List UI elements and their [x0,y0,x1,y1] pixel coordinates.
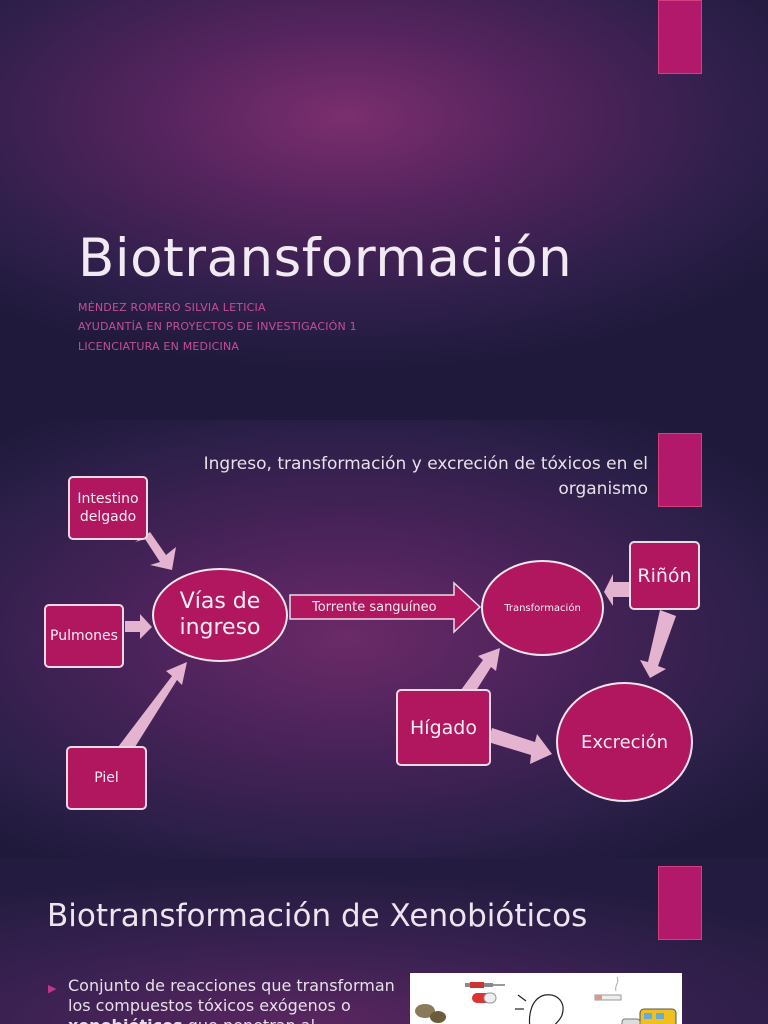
program-line: LICENCIATURA EN MEDICINA [78,340,240,353]
diagram-slide: Ingreso, transformación y excreción de t… [0,420,768,858]
diagram-heading: Ingreso, transformación y excreción de t… [203,454,648,499]
pill-icon [472,992,497,1004]
accent-bar [658,866,702,940]
arrow-piel-vias [118,662,187,755]
person-head-icon [515,994,564,1024]
bus-icon [639,1008,677,1024]
bullet-bold-term: xenobióticos [68,1016,183,1024]
diagram-arrows [118,532,676,764]
node-rinon: Riñón [629,541,700,610]
arrow-intestino-vias [135,532,176,570]
mushroom-icon [415,1004,446,1023]
slide-title: Biotransformación [78,228,573,289]
arrow-rinon-transformacion [604,574,630,606]
node-vias-de-ingreso: Vías de ingreso [152,568,288,662]
cigarette-icon [594,976,622,1001]
illustration-drawing [415,976,677,1024]
author-line: MÉNDEZ ROMERO SILVIA LETICIA [78,301,266,314]
node-intestino: Intestino delgado [68,476,148,540]
slide3-title: Biotransformación de Xenobióticos [47,898,588,934]
accent-bar [658,0,702,74]
car-icon [621,1018,641,1024]
node-higado: Hígado [396,689,491,766]
course-line: AYUDANTÍA EN PROYECTOS DE INVESTIGACIÓN … [78,320,357,333]
node-excrecion: Excreción [556,682,693,802]
title-slide: Biotransformación MÉNDEZ ROMERO SILVIA L… [0,0,768,420]
arrow-rinon-excrecion [640,610,676,678]
bullet-text: Conjunto de reacciones que transforman l… [68,976,395,1015]
accent-bar [658,433,702,507]
node-transformacion: Transformación [481,560,604,656]
node-piel: Piel [66,746,147,810]
bullet-item: ▶ Conjunto de reacciones que transforman… [48,976,398,1024]
syringe-icon [465,982,505,988]
xenobiotics-illustration [410,973,682,1024]
arrow-torrente [289,581,482,634]
arrow-pulmones-vias [125,614,152,639]
bullet-text-rest: que penetran al organismo [68,1016,315,1024]
arrow-higado-transformacion [458,648,500,702]
xenobiotics-slide: Biotransformación de Xenobióticos ▶ Conj… [0,858,768,1024]
bullet-arrow-icon: ▶ [48,982,57,995]
node-pulmones: Pulmones [44,604,124,668]
arrow-higado-excrecion [488,728,552,764]
torrente-label: Torrente sanguíneo [312,600,437,615]
